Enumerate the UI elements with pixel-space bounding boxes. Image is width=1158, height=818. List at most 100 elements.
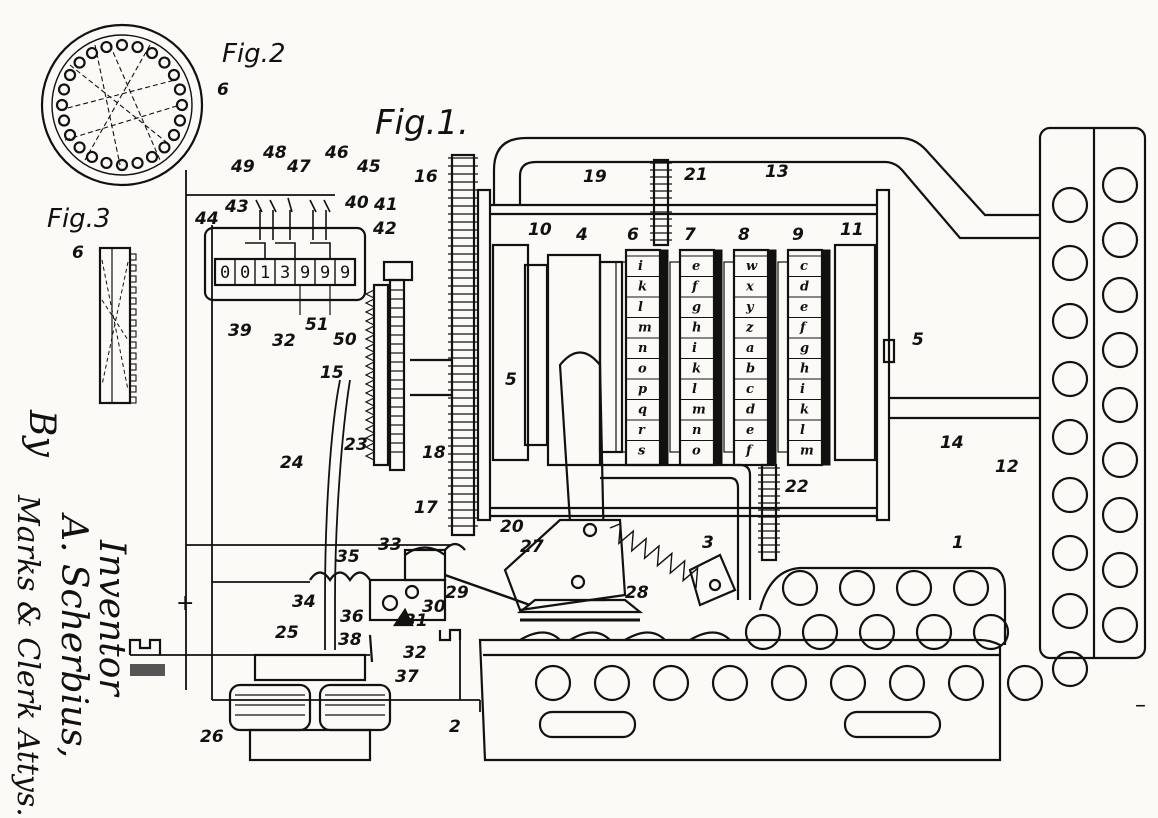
label-32-counter: 32 xyxy=(272,331,296,351)
contact-dot xyxy=(158,56,171,69)
label-39: 39 xyxy=(228,321,252,341)
wheel-letter: e xyxy=(746,423,754,438)
wheel-letter: l xyxy=(692,382,697,397)
label-44: 44 xyxy=(194,209,219,229)
wheel-letter: c xyxy=(746,382,754,397)
label-33: 33 xyxy=(378,535,402,555)
label-4: 4 xyxy=(575,225,588,245)
wheel-letter: n xyxy=(692,423,701,438)
contact-dot xyxy=(167,128,181,142)
lamp xyxy=(1051,360,1089,398)
contact-dot xyxy=(173,83,187,96)
counter-digit: 9 xyxy=(300,263,310,283)
label-9: 9 xyxy=(792,225,804,245)
contact-dot xyxy=(115,38,129,52)
label-45: 45 xyxy=(356,157,381,177)
label-34: 34 xyxy=(292,592,316,612)
lamp xyxy=(1101,496,1139,534)
counter-digit: 0 xyxy=(240,263,250,283)
wheel-letter: b xyxy=(746,362,755,377)
fig2-contacts xyxy=(55,38,189,172)
lamp xyxy=(1051,476,1089,514)
frame xyxy=(476,136,1040,522)
label-17: 17 xyxy=(414,498,438,518)
wheel-letter: q xyxy=(638,403,647,418)
contact-dot xyxy=(145,46,159,60)
key xyxy=(652,664,690,702)
contact-dot xyxy=(167,68,181,82)
wheel-letter: k xyxy=(638,280,647,295)
contact-dot xyxy=(55,98,69,112)
label-32: 32 xyxy=(403,643,427,663)
lamp xyxy=(1051,418,1089,456)
key xyxy=(593,664,631,702)
contact-dot xyxy=(73,141,86,154)
wheel-letter: k xyxy=(800,403,809,418)
label-6: 6 xyxy=(627,225,639,245)
contact-dot xyxy=(131,40,144,54)
lamp xyxy=(1101,441,1139,479)
wheel-letter: a xyxy=(746,341,754,356)
wheel-letter: p xyxy=(638,382,647,397)
key xyxy=(895,569,933,607)
rack-15 xyxy=(364,260,414,472)
fig2-title: Fig.2 xyxy=(222,39,286,69)
wheel-letter: x xyxy=(745,280,754,295)
wheel-letter: g xyxy=(692,300,701,315)
gear-16-18-17 xyxy=(410,153,478,537)
label-27: 27 xyxy=(520,537,544,557)
lamp xyxy=(1051,244,1089,282)
wheel-letter: r xyxy=(638,423,646,438)
label-15: 15 xyxy=(320,363,344,383)
key xyxy=(770,664,808,702)
contact-dot xyxy=(131,156,144,170)
lever-27 xyxy=(503,351,752,622)
signature-attorneys: Marks & Clerk Attys. xyxy=(10,494,45,817)
lamp xyxy=(1051,650,1089,688)
fig2-disc xyxy=(40,23,204,187)
wheel-letter: n xyxy=(638,341,647,356)
label-12: 12 xyxy=(995,457,1019,477)
label-13: 13 xyxy=(765,162,789,182)
label-40: 40 xyxy=(344,193,369,213)
wheel-letter: w xyxy=(746,259,758,274)
key xyxy=(801,613,839,651)
label-3: 3 xyxy=(702,533,714,553)
label-2: 2 xyxy=(449,717,461,737)
wheel-letter: e xyxy=(692,259,700,274)
minus-terminal: – xyxy=(1135,693,1146,718)
key xyxy=(888,664,926,702)
lamp xyxy=(1101,551,1139,589)
signature-by: By xyxy=(21,409,62,457)
counter-digit: 1 xyxy=(260,263,270,283)
wheel-letter: i xyxy=(800,382,805,397)
label-49: 49 xyxy=(230,157,255,177)
wheel-letter: i xyxy=(692,341,697,356)
lamp xyxy=(1051,186,1089,224)
contact-mechanism xyxy=(309,542,531,663)
label-51: 51 xyxy=(305,315,329,335)
contact-dot xyxy=(63,68,77,82)
key xyxy=(1006,664,1044,702)
contact-dot xyxy=(73,56,86,69)
lamp xyxy=(1101,221,1139,259)
wheel-letter: l xyxy=(638,300,643,315)
lamp xyxy=(1051,534,1089,572)
wheel-letter: m xyxy=(800,444,814,459)
label-28: 28 xyxy=(625,583,649,603)
label-35: 35 xyxy=(336,547,360,567)
key xyxy=(829,664,867,702)
fig3-title: Fig.3 xyxy=(47,204,111,234)
label-21: 21 xyxy=(684,165,708,185)
wheel-letter: f xyxy=(745,444,754,459)
wheel-letter: o xyxy=(692,444,701,459)
key xyxy=(972,613,1010,651)
contact-dot xyxy=(175,98,189,112)
contact-dot xyxy=(158,141,171,154)
label-1: 1 xyxy=(952,533,964,553)
label-30: 30 xyxy=(422,597,446,617)
wheel-letter: s xyxy=(638,444,646,459)
wheel-letter: l xyxy=(800,423,805,438)
label-23: 23 xyxy=(344,435,368,455)
